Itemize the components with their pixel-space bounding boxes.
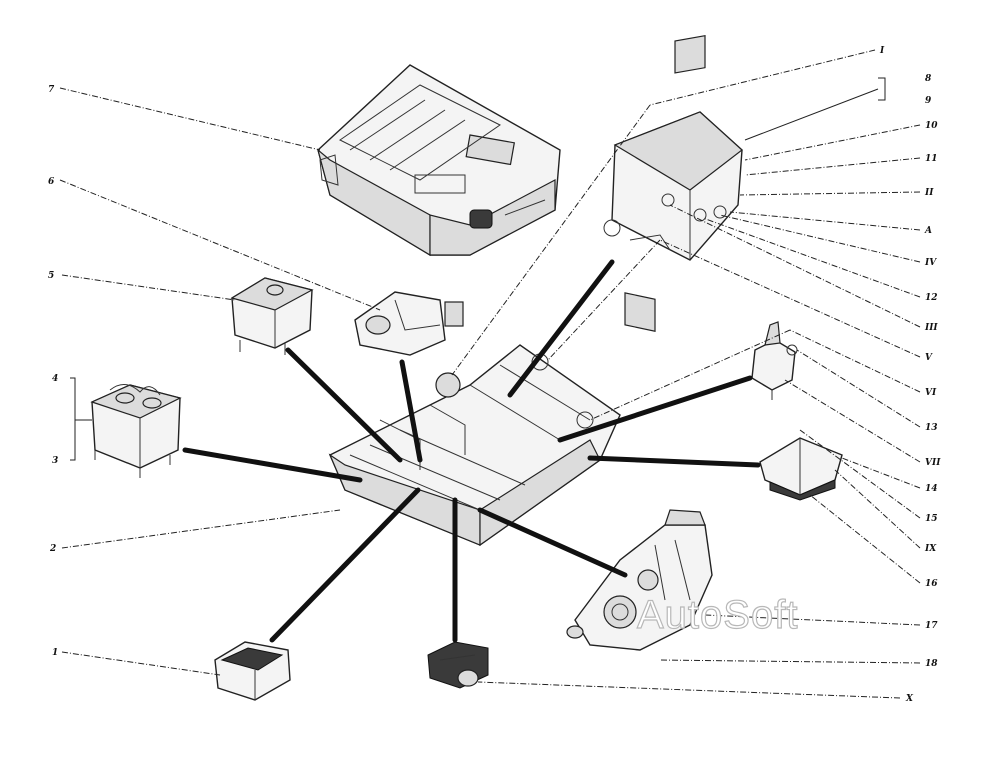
- callout-labels: 7 6 5 4 3 2 1 I 8 9 10 11 II A IV 12 III…: [48, 46, 941, 704]
- callout-9: 9: [925, 96, 932, 106]
- callout-2: 2: [49, 544, 56, 554]
- callout-5: 5: [48, 271, 54, 281]
- callout-11: 11: [925, 154, 938, 164]
- callout-4: 4: [52, 374, 58, 384]
- callout-I: I: [879, 46, 885, 56]
- engine-hood: [316, 64, 561, 257]
- cab: [603, 34, 743, 332]
- pump-assembly: [566, 509, 713, 651]
- callout-IX: IX: [924, 544, 937, 554]
- callout-A: A: [924, 226, 932, 236]
- callout-6: 6: [48, 177, 55, 187]
- heater-unit: [354, 291, 464, 356]
- callout-II: II: [924, 188, 934, 198]
- filter-unit-1: [214, 641, 291, 701]
- callout-16: 16: [925, 579, 938, 589]
- callout-3: 3: [52, 456, 58, 466]
- callout-12: 12: [925, 293, 938, 303]
- tank-5: [230, 277, 314, 355]
- callout-IV: IV: [924, 258, 937, 268]
- callout-III: III: [924, 323, 938, 333]
- callout-V: V: [925, 353, 933, 363]
- callout-7: 7: [48, 85, 55, 95]
- callout-VII: VII: [925, 458, 941, 468]
- callout-17: 17: [925, 621, 938, 631]
- callout-VI: VI: [925, 388, 937, 398]
- callout-18: 18: [925, 659, 938, 669]
- callout-1: 1: [52, 648, 58, 658]
- callout-X: X: [905, 694, 914, 704]
- callout-10: 10: [925, 121, 938, 131]
- assembly-arrows: [182, 259, 761, 643]
- watermark: AutoSoft: [637, 593, 798, 637]
- battery-unit-x: [427, 641, 489, 689]
- tank-3-4: [90, 384, 182, 478]
- gear-selector: [751, 321, 798, 400]
- chassis-frame: [328, 344, 621, 547]
- callout-14: 14: [925, 484, 938, 494]
- leader-lines: [59, 49, 921, 699]
- callout-8: 8: [925, 74, 932, 84]
- control-box: [759, 437, 843, 501]
- callout-15: 15: [925, 514, 938, 524]
- callout-13: 13: [925, 423, 938, 433]
